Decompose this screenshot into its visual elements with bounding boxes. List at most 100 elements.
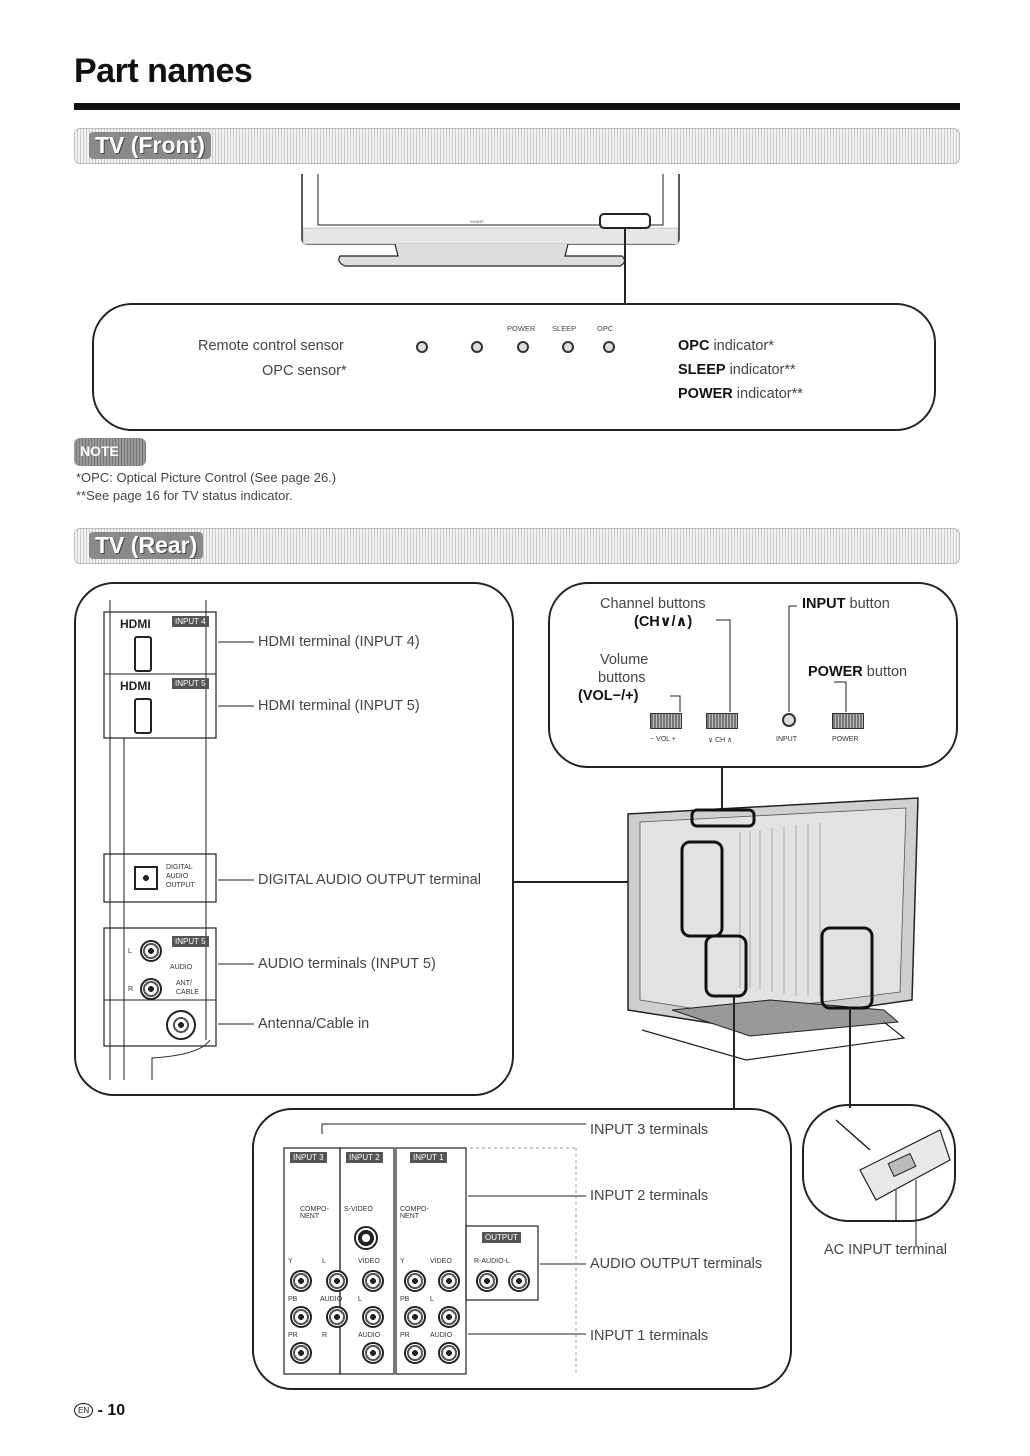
label-ac-input: AC INPUT terminal [824,1242,948,1258]
jack-audio-r-1-icon [438,1342,460,1364]
jack-out-r-icon [476,1270,498,1292]
tag-input4: INPUT 4 [172,616,209,627]
power-led-icon [517,341,529,353]
small-audio-label: AUDIO [170,964,193,971]
label-volume-3: (VOL−/+) [578,688,639,704]
small-svideo: S-VIDEO [344,1206,373,1213]
footnote-1: *OPC: Optical Picture Control (See page … [76,470,337,485]
label-power-button: POWER button [808,664,908,680]
ch-buttons-icon [706,713,738,729]
jack-audio-r-3-icon [326,1306,348,1328]
lang-badge: EN [74,1403,94,1419]
page-number-text: - 10 [97,1402,126,1419]
jack-pr-1-icon [404,1342,426,1364]
tag-input5-audio: INPUT 5 [172,936,209,947]
label-power-indicator: POWER indicator** [678,386,803,402]
jack-pr-3-icon [290,1342,312,1364]
optical-port-icon [134,866,158,890]
label-input-button: INPUT button [802,596,890,612]
rear-side-panel [74,582,514,1096]
rear-terminal-panel [252,1108,792,1390]
jack-audio-l-2-icon [362,1306,384,1328]
small-pb-3: PB [288,1296,298,1303]
hdmi-logo-4: HDMI [120,617,151,631]
label-input3: INPUT 3 terminals [590,1122,709,1138]
label-digital-audio: DIGITAL AUDIO OUTPUT terminal [258,872,481,888]
small-cable: CABLE [176,989,199,996]
small-l-1: L [430,1296,434,1303]
btn-label-power: POWER [832,736,859,743]
small-video-1: VIDEO [430,1258,452,1265]
opc-led-icon [603,341,615,353]
small-audio: AUDIO [166,873,189,880]
small-ant: ANT/ [176,980,192,987]
input-button-icon [782,713,796,727]
label-channel-sub: (CH∨/∧) [634,614,693,630]
title-rule [74,103,960,110]
remote-sensor-icon [416,341,428,353]
audio-l-port-icon [140,940,162,962]
front-indicator-panel [92,303,936,431]
vol-buttons-icon [650,713,682,729]
audio-r-port-icon [140,978,162,1000]
label-audio-output: AUDIO OUTPUT terminals [590,1256,763,1272]
label-volume-1: Volume [600,652,649,668]
jack-pb-3-icon [290,1306,312,1328]
page-number: EN - 10 [74,1402,125,1420]
btn-label-input: INPUT [776,736,797,743]
small-component-3: COMPO-NENT [300,1206,329,1220]
small-video-2: VIDEO [358,1258,380,1265]
label-opc-indicator: OPC indicator* [678,338,774,354]
rear-control-panel [548,582,958,768]
jack-out-l-icon [508,1270,530,1292]
small-pr-1: PR [400,1332,410,1339]
label-channel: Channel buttons [600,596,706,612]
opc-sensor-icon [471,341,483,353]
small-output: OUTPUT [166,882,195,889]
small-r-3: R [322,1332,328,1339]
hdmi-logo-5: HDMI [120,679,151,693]
front-label-sleep: SLEEP [552,324,577,333]
small-l-2: L [358,1296,362,1303]
note-badge-label: NOTE [80,443,119,459]
label-input1: INPUT 1 terminals [590,1328,709,1344]
label-remote-sensor: Remote control sensor [198,338,344,354]
label-audio-terminals: AUDIO terminals (INPUT 5) [258,956,436,972]
section-title-rear: TV (Rear) [89,532,204,559]
label-sleep-indicator: SLEEP indicator** [678,362,796,378]
small-pb-1: PB [400,1296,410,1303]
jack-video-2-icon [362,1270,384,1292]
small-raudio: R-AUDIO-L [474,1258,510,1265]
label-antenna: Antenna/Cable in [258,1016,370,1032]
jack-y-3-icon [290,1270,312,1292]
small-r: R [128,986,134,993]
label-volume-2: buttons [598,670,646,686]
sleep-led-icon [562,341,574,353]
small-l-3: L [322,1258,326,1265]
note-badge: NOTE [74,438,146,466]
jack-y-1-icon [404,1270,426,1292]
label-input2: INPUT 2 terminals [590,1188,709,1204]
tv-front-brand: SHARP [470,219,484,224]
small-y-3: Y [288,1258,293,1265]
power-button-icon [832,713,864,729]
section-bar-front: TV (Front) [74,128,960,164]
antenna-port-icon [166,1010,196,1040]
section-title-front: TV (Front) [89,132,211,159]
tag-input3: INPUT 3 [290,1152,327,1163]
tag-input2: INPUT 2 [346,1152,383,1163]
small-digital: DIGITAL [166,864,193,871]
label-hdmi-5: HDMI terminal (INPUT 5) [258,698,420,714]
hdmi-port-5-icon [134,698,152,734]
page-title: Part names [74,52,253,90]
jack-audio-l-1-icon [438,1306,460,1328]
section-bar-rear: TV (Rear) [74,528,960,564]
hdmi-port-4-icon [134,636,152,672]
footnote-2: **See page 16 for TV status indicator. [76,488,293,503]
tag-input1: INPUT 1 [410,1152,447,1163]
ac-input-closeup [802,1104,956,1222]
tag-input5: INPUT 5 [172,678,209,689]
small-audio-1: AUDIO [430,1332,453,1339]
svideo-port-icon [354,1226,378,1250]
